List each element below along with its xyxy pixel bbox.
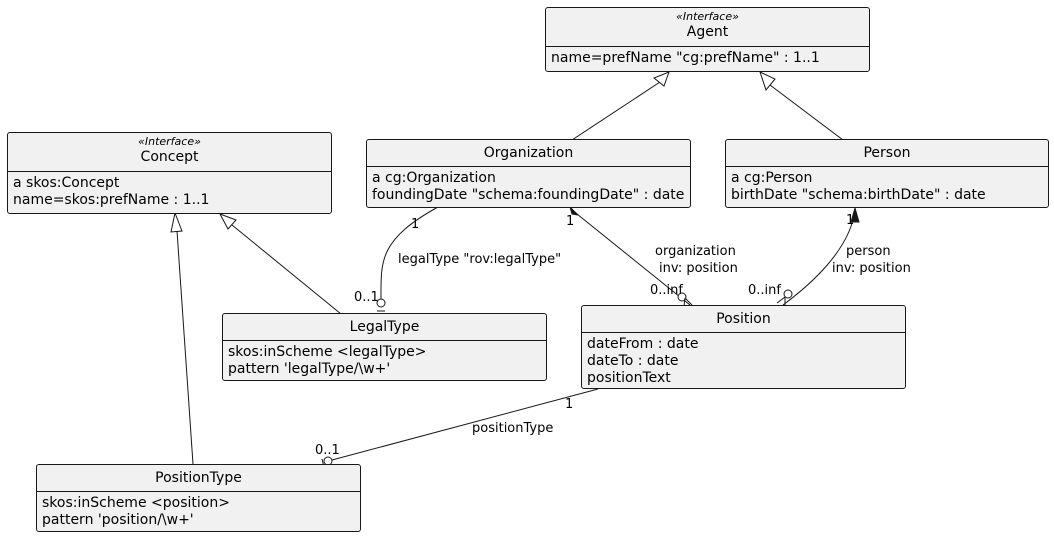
zero-many-circle [677, 292, 687, 302]
attribute: skos:inScheme <legalType> [228, 344, 427, 360]
class-name: Person [863, 145, 911, 161]
edge-label: inv: position [659, 261, 738, 276]
inheritance-arrowhead [218, 213, 237, 230]
class-agent[interactable]: «Interface» Agent name=prefName "cg:pref… [545, 7, 870, 72]
zero-one-circle [376, 298, 386, 308]
edge-position-organization [571, 209, 691, 306]
attribute: birthDate "schema:birthDate" : date [731, 187, 986, 203]
inheritance-arrowhead [653, 71, 670, 87]
stereotype-label: «Interface» [676, 10, 739, 23]
class-legaltype[interactable]: LegalType skos:inScheme <legalType> patt… [222, 313, 547, 381]
class-name: Position [716, 311, 771, 327]
crowfoot [683, 297, 686, 307]
attribute: a cg:Person [731, 170, 813, 186]
stereotype-label: «Interface» [138, 135, 201, 148]
class-name: Organization [483, 145, 574, 161]
multiplicity-label: 0..inf [650, 283, 683, 298]
class-position[interactable]: Position dateFrom : date dateTo : date p… [581, 305, 906, 389]
attribute: pattern 'position/\w+' [42, 512, 194, 528]
edge-legaltype-concept [231, 224, 342, 315]
attribute: name=skos:prefName : 1..1 [13, 192, 210, 208]
multiplicity-label: 1 [846, 213, 855, 228]
multiplicity-label: 1 [411, 217, 420, 232]
edge-label: legalType "rov:legalType" [398, 252, 562, 267]
edge-person-agent [769, 84, 844, 141]
crowfoot [776, 296, 786, 304]
edge-label: person [846, 244, 891, 259]
multiplicity-label: 1 [566, 214, 575, 229]
edge-positiontype-concept [176, 230, 194, 465]
navigable-arrowhead [850, 206, 860, 223]
edge-position-positiontype [331, 388, 599, 461]
class-name: PositionType [155, 470, 242, 486]
class-name: Agent [686, 24, 729, 40]
class-name: LegalType [349, 319, 420, 335]
edge-organization-legaltype [380, 206, 439, 301]
edge-label: positionType [472, 421, 554, 436]
attribute: a skos:Concept [13, 175, 120, 191]
attribute: name=prefName "cg:prefName" : 1..1 [551, 50, 820, 66]
inheritance-arrowhead [170, 211, 183, 233]
edge-label: inv: position [832, 261, 911, 276]
crowfoot [684, 297, 693, 306]
attribute: foundingDate "schema:foundingDate" : dat… [372, 187, 685, 203]
class-organization[interactable]: Organization a cg:Organization foundingD… [366, 139, 691, 208]
zero-many-circle [783, 289, 793, 299]
class-positiontype[interactable]: PositionType skos:inScheme <position> pa… [36, 464, 361, 532]
multiplicity-label: 1 [565, 397, 574, 412]
edge-position-person [782, 209, 856, 306]
multiplicity-label: 0..1 [354, 290, 379, 305]
attribute: dateTo : date [587, 353, 679, 369]
attribute: positionText [587, 370, 671, 386]
class-person[interactable]: Person a cg:Person birthDate "schema:bir… [725, 139, 1049, 208]
multiplicity-label: 0..1 [315, 443, 340, 458]
class-name: Concept [140, 149, 199, 165]
edge-organization-agent [571, 81, 661, 141]
class-concept[interactable]: «Interface» Concept a skos:Concept name=… [7, 132, 332, 214]
edge-label: organization [655, 244, 736, 259]
attribute: skos:inScheme <position> [42, 495, 230, 511]
inheritance-arrowhead [759, 71, 776, 92]
attribute: dateFrom : date [587, 336, 699, 352]
attribute: pattern 'legalType/\w+' [228, 361, 391, 377]
attribute: a cg:Organization [372, 170, 496, 186]
multiplicity-label: 0..inf [748, 283, 781, 298]
navigable-arrowhead [568, 205, 580, 216]
